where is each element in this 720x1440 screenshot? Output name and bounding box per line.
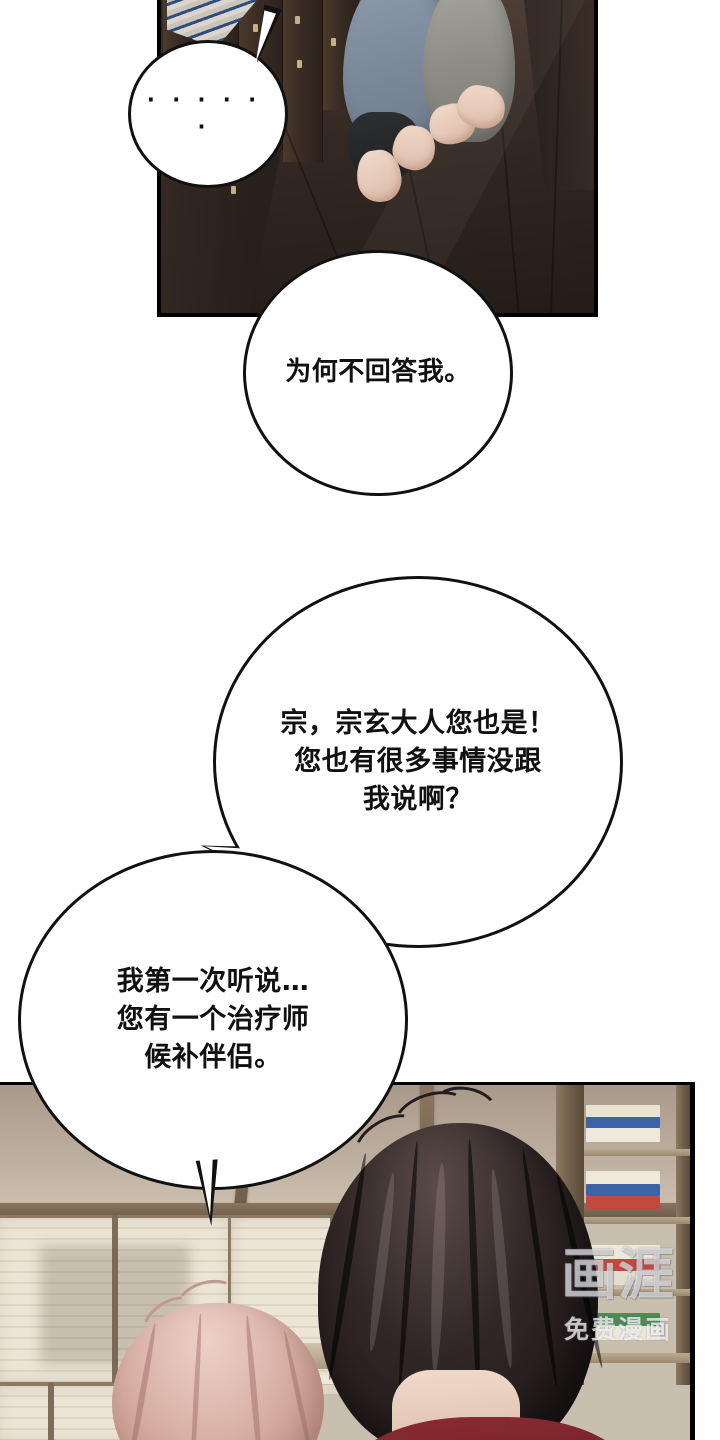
shelf-scroll [586,1196,660,1209]
cabinet-latch [253,24,258,32]
shelf-board [500,1353,690,1363]
healer-partner-bubble: 我第一次听说… 您有一个治疗师 候补伴侣。 [18,850,408,1190]
cabinet-latch [297,60,302,68]
bubble-3-text: 宗，宗玄大人您也是！ 您也有很多事情没跟 我说啊？ [280,707,556,816]
cabinet-latch [331,38,336,46]
hair-highlight [366,1172,398,1353]
hair-highlight [428,1162,448,1374]
question-bubble: 为何不回答我。 [243,250,513,496]
shelf-scroll [586,1105,660,1117]
hair-highlight [488,1168,516,1369]
shelf-scroll [586,1259,660,1271]
hair-strand [244,1314,265,1440]
shelf-scroll [586,1128,660,1142]
shelf-scroll [586,1171,660,1184]
cabinet-door [283,0,323,162]
shelf-scroll [586,1117,660,1128]
shoji-mullion [112,1215,118,1385]
shelf-scroll [586,1271,660,1285]
hair-strand [520,1148,560,1388]
shelf-scroll [586,1245,660,1259]
hair-strand [396,1140,420,1391]
stacked-papers [302,1385,360,1394]
shoji-mullion [48,1383,54,1440]
bubble-1-text: · · · · · · [146,87,262,139]
cabinet-latch [231,186,236,194]
shelf-post [676,1085,690,1385]
hair-strand [466,1138,483,1399]
bubble-4-text: 我第一次听说… 您有一个治疗师 候补伴侣。 [116,965,310,1074]
shelf-board [584,1217,690,1224]
hair-strand [189,1312,203,1440]
bubble-2-text: 为何不回答我。 [285,357,471,388]
ellipsis-bubble: · · · · · · [128,40,288,188]
shelf-board [584,1289,690,1296]
cabinet-latch [295,16,300,24]
red-robe-collar [345,1417,635,1440]
shelf-board [584,1149,690,1156]
shelf-scroll [586,1313,660,1326]
shelf-scroll [586,1184,660,1196]
shelf-scroll [586,1326,660,1340]
